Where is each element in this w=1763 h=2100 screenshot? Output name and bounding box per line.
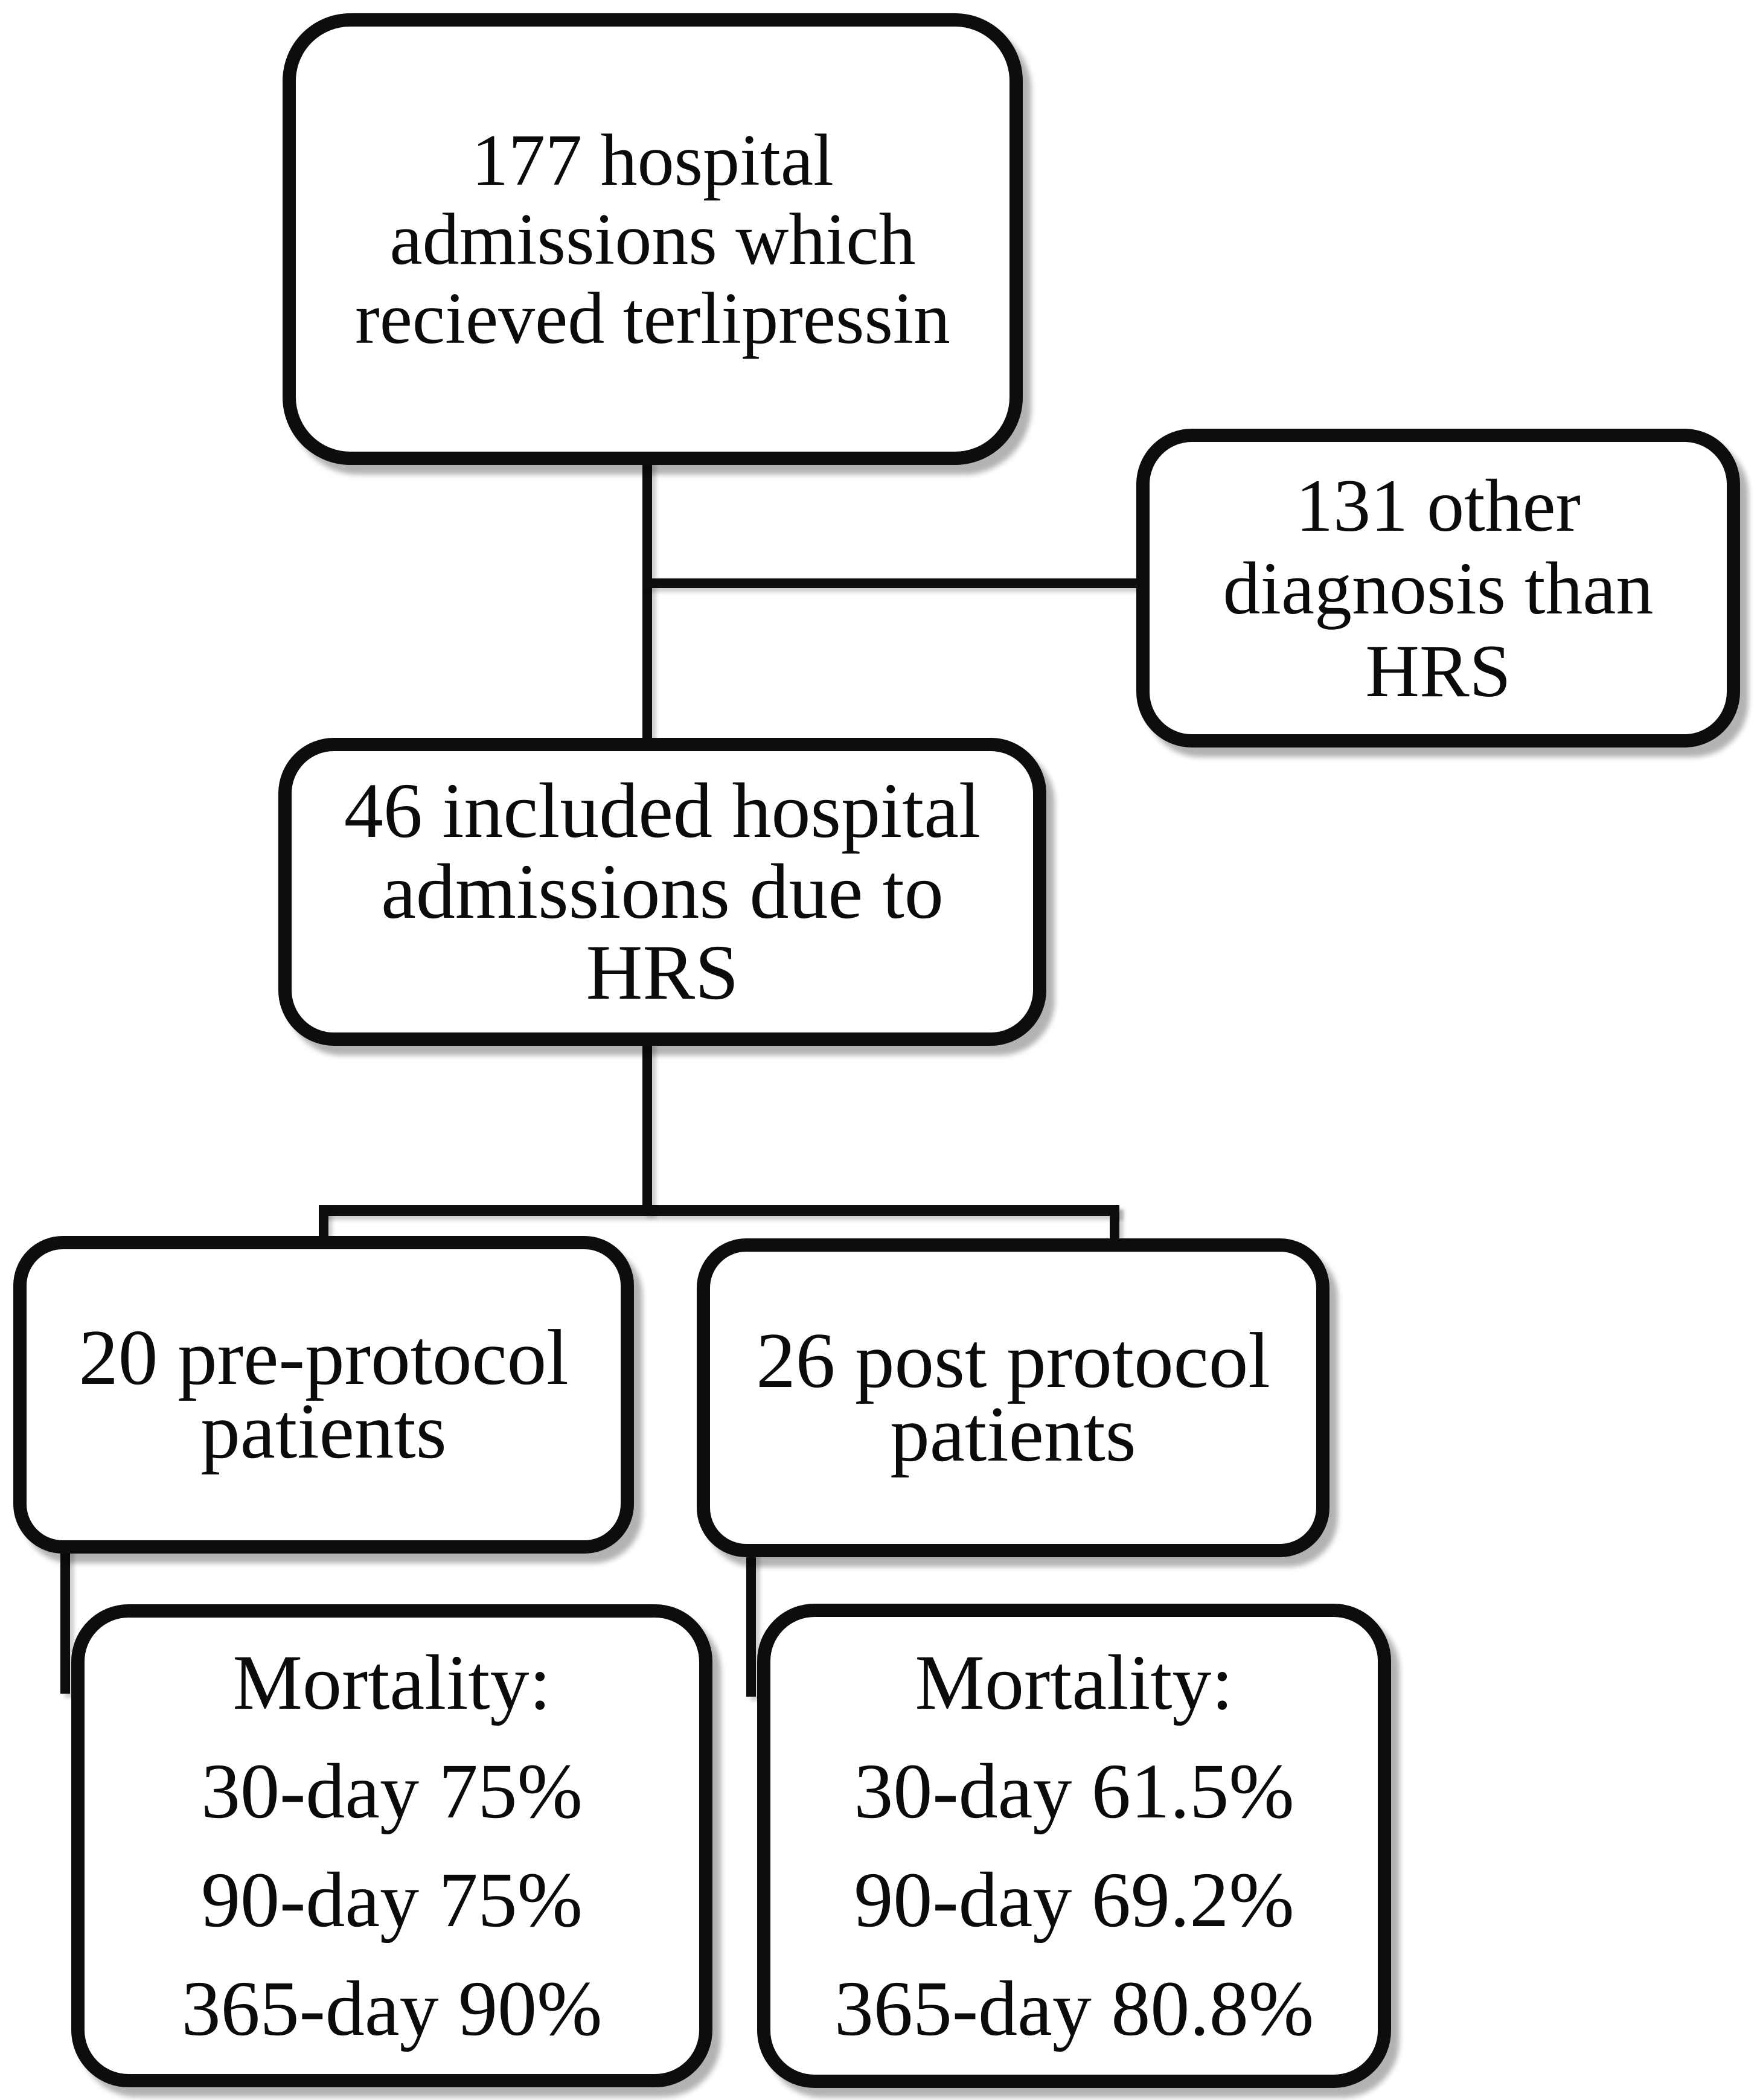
node-other-diagnosis: 131 other diagnosis than HRS: [1136, 429, 1740, 747]
node-pre-protocol: 20 pre-protocol patients: [13, 1236, 634, 1554]
node-text-line: patients: [890, 1391, 1136, 1478]
node-text-line: HRS: [586, 929, 739, 1016]
node-mortality-post-protocol: Mortality: 30-day 61.5% 90-day 69.2% 365…: [757, 1604, 1391, 2088]
connector-post-to-mortality: [746, 1549, 756, 1697]
node-text-line: admissions which: [389, 198, 916, 280]
node-admissions: 177 hospital admissions which recieved t…: [283, 13, 1023, 465]
node-text-line: HRS: [1365, 629, 1511, 712]
mortality-row: 365-day 80.8%: [834, 1965, 1314, 2052]
connector-branch-to-excluded: [642, 578, 1144, 588]
mortality-row: 30-day 75%: [201, 1748, 583, 1835]
mortality-row: 365-day 90%: [181, 1965, 603, 2052]
node-text-line: patients: [200, 1388, 447, 1475]
connector-admissions-down: [642, 456, 652, 743]
mortality-row: 90-day 75%: [201, 1857, 583, 1944]
connector-included-down: [642, 1037, 652, 1214]
mortality-title: Mortality:: [915, 1639, 1233, 1726]
node-mortality-pre-protocol: Mortality: 30-day 75% 90-day 75% 365-day…: [71, 1604, 712, 2087]
node-text-line: 20 pre-protocol: [78, 1314, 569, 1401]
node-post-protocol: 26 post protocol patients: [697, 1238, 1329, 1557]
node-text-line: 177 hospital: [472, 119, 834, 201]
connector-pre-to-mortality: [60, 1546, 70, 1694]
mortality-title: Mortality:: [232, 1639, 551, 1726]
node-text-line: 46 included hospital: [344, 767, 981, 854]
connector-split-horizontal: [319, 1205, 1119, 1216]
mortality-row: 90-day 69.2%: [854, 1857, 1294, 1944]
node-text-line: recieved terlipressin: [355, 277, 950, 359]
node-text-line: admissions due to: [381, 848, 944, 935]
node-text-line: 131 other: [1296, 464, 1581, 547]
node-included-hrs: 46 included hospital admissions due to H…: [278, 738, 1046, 1046]
mortality-row: 30-day 61.5%: [854, 1748, 1294, 1835]
node-text-line: 26 post protocol: [756, 1317, 1270, 1404]
node-text-line: diagnosis than: [1223, 546, 1654, 630]
